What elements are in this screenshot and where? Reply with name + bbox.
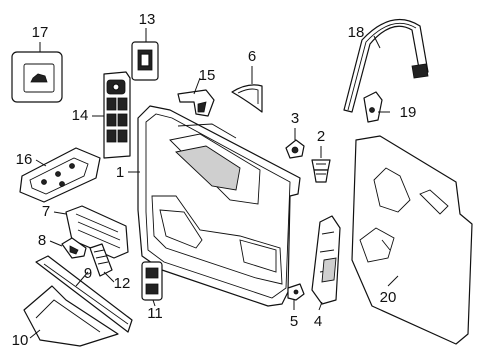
part-20-water-shield (351, 135, 473, 345)
callout-18: 18 (348, 24, 365, 41)
callout-16: 16 (16, 151, 33, 168)
callout-9: 9 (84, 265, 92, 282)
part-11-lock-bracket (141, 261, 163, 301)
callout-17: 17 (32, 24, 49, 41)
leader-15 (193, 77, 201, 95)
leader-20 (387, 275, 399, 287)
leader-11 (152, 299, 156, 307)
callout-6: 6 (248, 48, 256, 65)
leader-4 (318, 301, 323, 311)
callout-8: 8 (38, 232, 46, 249)
callout-5: 5 (290, 313, 298, 330)
part-17-switch-bezel (11, 51, 63, 103)
callout-4: 4 (314, 313, 322, 330)
part-18-belt-molding (343, 18, 429, 113)
part-6-tweeter-cover (231, 84, 263, 113)
callout-20: 20 (380, 289, 397, 306)
part-2-fastener (311, 159, 331, 183)
part-10-lower-trim (23, 285, 119, 347)
leader-7 (53, 211, 67, 215)
leader-18 (373, 35, 381, 49)
part-8-small-switch (61, 237, 87, 259)
callout-2: 2 (317, 128, 325, 145)
callout-labels: 17 13 14 16 15 6 1 3 2 7 8 12 9 10 11 18… (12, 11, 417, 349)
callout-12: 12 (114, 275, 131, 292)
part-9-trim-strip (35, 255, 133, 333)
part-4-bracket-assembly (311, 215, 341, 305)
callout-19: 19 (400, 104, 417, 121)
callout-10: 10 (12, 332, 29, 349)
leader-10 (29, 329, 41, 339)
leader-lines (29, 28, 399, 339)
callout-13: 13 (139, 11, 156, 28)
part-5-clip (287, 283, 305, 301)
part-19-mirror-bracket (363, 91, 383, 123)
leader-8 (49, 240, 63, 247)
callout-7: 7 (42, 203, 50, 220)
callout-3: 3 (291, 110, 299, 127)
part-14-master-window-switch (103, 71, 131, 159)
part-3-clip (285, 139, 305, 159)
part-15-bracket (177, 89, 215, 117)
part-16-switch-panel (19, 147, 101, 203)
leader-12 (103, 271, 115, 283)
callout-1: 1 (116, 164, 124, 181)
callout-11: 11 (147, 305, 163, 322)
leader-9 (75, 271, 89, 287)
part-13-single-switch (131, 41, 159, 81)
leader-16 (35, 159, 47, 167)
part-12-handle-insert (89, 243, 113, 277)
callout-15: 15 (199, 67, 216, 84)
callout-14: 14 (72, 107, 89, 124)
